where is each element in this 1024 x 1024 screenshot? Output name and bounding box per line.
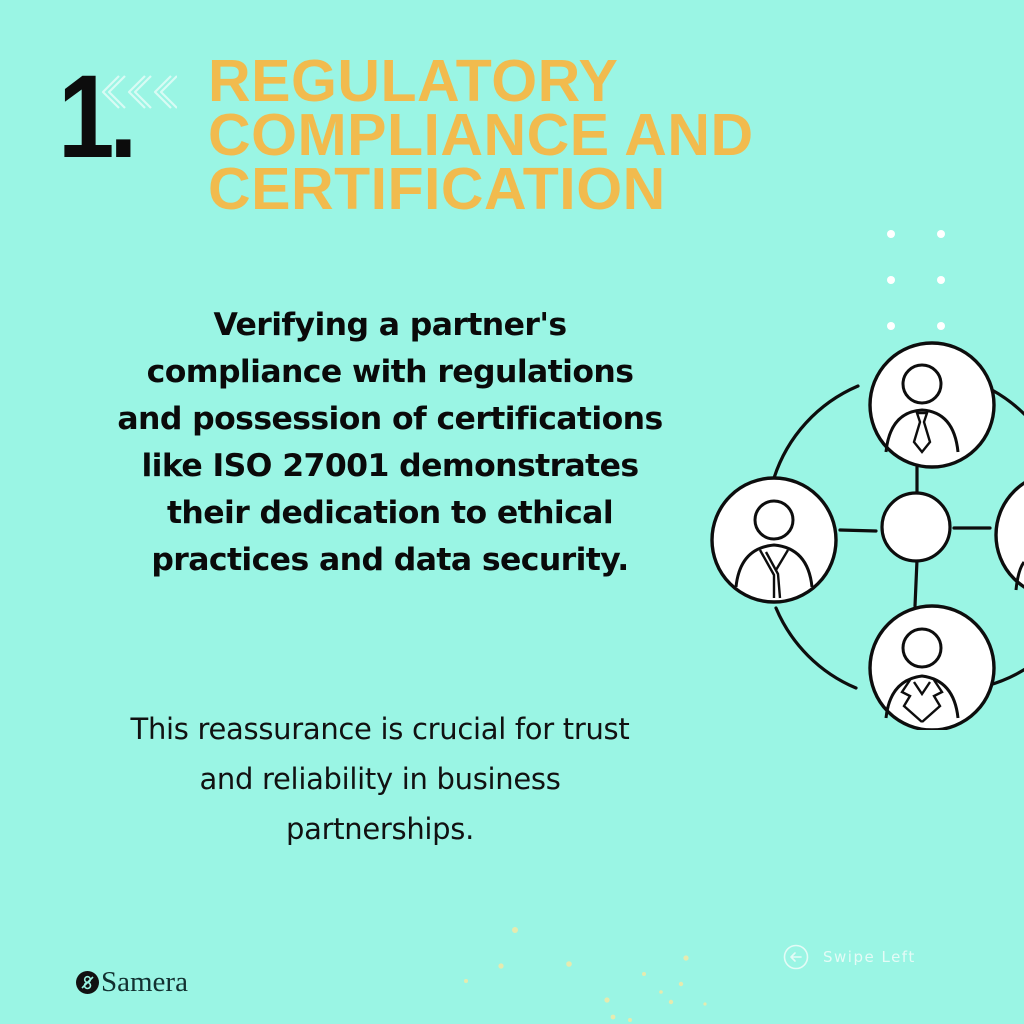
- sparkle-decoration: [464, 927, 707, 1022]
- main-line: compliance with regulations: [146, 354, 634, 390]
- sub-paragraph: This reassurance is crucial for trust an…: [20, 704, 740, 854]
- arrow-left-circle-icon: [783, 944, 809, 970]
- chevrons-left-icon: [101, 75, 177, 109]
- person-with-tie-node: [868, 341, 996, 469]
- brand-name: Samera: [101, 966, 188, 998]
- slide-title: REGULATORY COMPLIANCE AND CERTIFICATION: [208, 48, 848, 222]
- brand-logo: Samera: [76, 968, 188, 997]
- title-line: REGULATORY: [208, 48, 619, 114]
- hub-node: [880, 491, 952, 563]
- dot-grid-icon: [887, 230, 945, 330]
- main-line: Verifying a partner's: [213, 307, 567, 343]
- swipe-left-button[interactable]: Swipe Left: [783, 944, 916, 970]
- people-network-illustration: [710, 341, 1024, 730]
- main-paragraph: Verifying a partner's compliance with re…: [40, 302, 740, 584]
- person-partial-right-node: [994, 481, 1024, 591]
- person-in-robe-node: [710, 476, 838, 604]
- title-line: COMPLIANCE AND: [208, 102, 754, 168]
- main-line: like ISO 27001 demonstrates: [141, 448, 639, 484]
- samera-logo-icon: [76, 971, 99, 994]
- sub-line: partnerships.: [286, 812, 474, 846]
- main-line: and possession of certifications: [117, 401, 663, 437]
- sub-line: This reassurance is crucial for trust: [130, 712, 630, 746]
- title-line: CERTIFICATION: [208, 156, 666, 222]
- main-line: practices and data security.: [151, 542, 629, 578]
- sub-line: and reliability in business: [199, 762, 561, 796]
- main-line: their dedication to ethical: [166, 495, 614, 531]
- person-in-suit-node: [868, 604, 996, 730]
- swipe-label: Swipe Left: [823, 948, 916, 966]
